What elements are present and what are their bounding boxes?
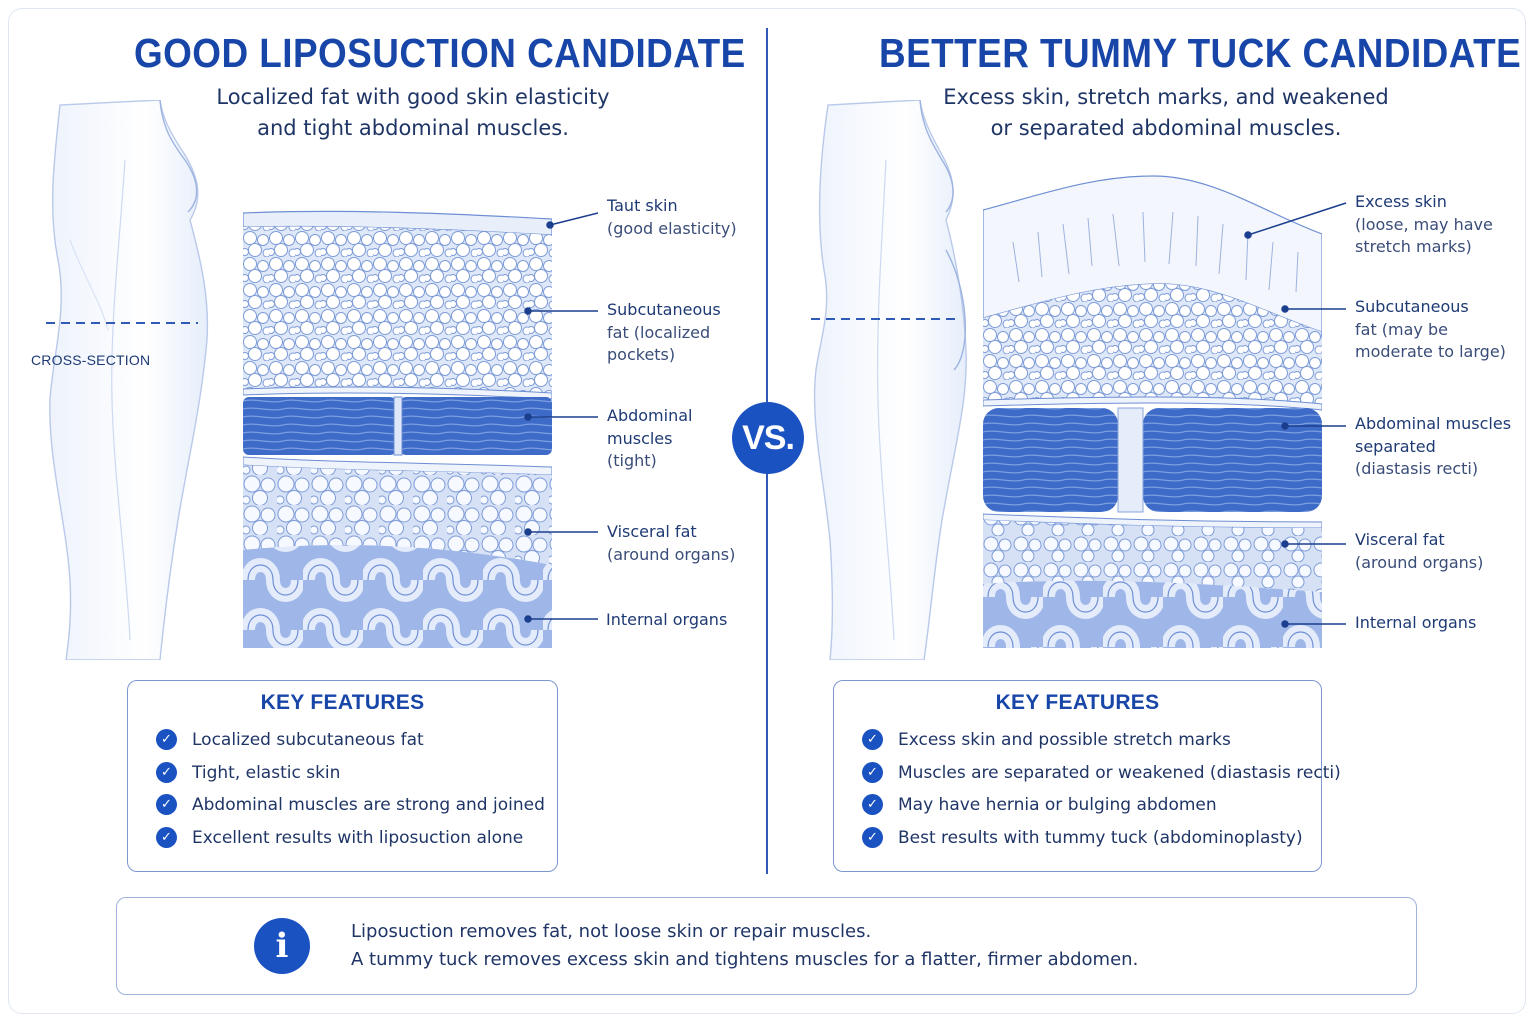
feature-item: ✓ Muscles are separated or weakened (dia… bbox=[862, 762, 1341, 783]
label-line: moderate to large) bbox=[1355, 342, 1506, 361]
info-line-1: Liposuction removes fat, not loose skin … bbox=[351, 921, 872, 942]
label-line: (tight) bbox=[607, 451, 657, 470]
left-label-taut-skin: Taut skin (good elasticity) bbox=[607, 195, 737, 240]
label-line: muscles bbox=[607, 428, 673, 448]
label-line: fat (may be bbox=[1355, 319, 1448, 339]
label-line: Abdominal bbox=[607, 406, 693, 425]
info-icon: i bbox=[254, 918, 310, 974]
info-box: i Liposuction removes fat, not loose ski… bbox=[116, 897, 1417, 995]
label-line: Excess skin bbox=[1355, 192, 1447, 211]
label-main: Internal organs bbox=[606, 610, 728, 629]
label-sub: (good elasticity) bbox=[607, 218, 737, 238]
feature-text: Tight, elastic skin bbox=[192, 762, 341, 783]
right-subtitle: Excess skin, stretch marks, and weakened… bbox=[866, 82, 1466, 144]
right-title: BETTER TUMMY TUCK CANDIDATE bbox=[879, 30, 1522, 76]
feature-text: Excess skin and possible stretch marks bbox=[898, 729, 1231, 750]
right-body-silhouette bbox=[813, 100, 967, 660]
left-cross-section-diagram bbox=[243, 210, 552, 648]
right-subtitle-line: or separated abdominal muscles. bbox=[990, 116, 1342, 140]
right-subtitle-line: Excess skin, stretch marks, and weakened bbox=[943, 85, 1389, 109]
feature-item: ✓ Localized subcutaneous fat bbox=[156, 729, 424, 750]
check-icon: ✓ bbox=[156, 729, 177, 750]
feature-text: Abdominal muscles are strong and joined bbox=[192, 794, 545, 815]
check-icon: ✓ bbox=[862, 827, 883, 848]
left-key-features-card: KEY FEATURES ✓ Localized subcutaneous fa… bbox=[127, 680, 558, 872]
label-line: Visceral fat bbox=[1355, 530, 1445, 549]
feature-item: ✓ Excellent results with liposuction alo… bbox=[156, 827, 523, 848]
right-key-features-card: KEY FEATURES ✓ Excess skin and possible … bbox=[833, 680, 1341, 872]
right-leader-lines bbox=[1244, 202, 1347, 628]
feature-item: ✓ Tight, elastic skin bbox=[156, 762, 340, 783]
check-icon: ✓ bbox=[156, 762, 177, 783]
right-label-subcutaneous-fat: Subcutaneous fat (may be moderate to lar… bbox=[1355, 296, 1506, 364]
right-label-internal-organs: Internal organs bbox=[1355, 612, 1476, 635]
label-line: Subcutaneous bbox=[607, 300, 721, 319]
label-main: Taut skin bbox=[607, 196, 678, 215]
label-line: separated bbox=[1355, 436, 1436, 456]
left-subtitle: Localized fat with good skin elasticity … bbox=[113, 82, 713, 144]
feature-item: ✓ May have hernia or bulging abdomen bbox=[862, 794, 1217, 815]
feature-text: Excellent results with liposuction alone bbox=[192, 827, 524, 848]
label-line: (diastasis recti) bbox=[1355, 459, 1479, 478]
key-features-title: KEY FEATURES bbox=[260, 691, 425, 714]
left-leader-lines bbox=[524, 212, 599, 623]
feature-text: Muscles are separated or weakened (diast… bbox=[898, 762, 1341, 783]
label-sub: (around organs) bbox=[607, 544, 736, 564]
label-line: Abdominal muscles bbox=[1355, 414, 1512, 433]
label-line: (loose, may have bbox=[1355, 214, 1493, 234]
right-cross-section-line bbox=[811, 318, 955, 320]
left-label-subcutaneous-fat: Subcutaneous fat (localized pockets) bbox=[607, 299, 721, 367]
right-label-excess-skin: Excess skin (loose, may have stretch mar… bbox=[1355, 191, 1493, 259]
label-line: fat (localized bbox=[607, 322, 711, 342]
right-cross-section-diagram bbox=[983, 175, 1322, 648]
feature-text: Localized subcutaneous fat bbox=[192, 729, 424, 750]
left-label-abdominal-muscles: Abdominal muscles (tight) bbox=[607, 405, 692, 473]
left-label-visceral-fat: Visceral fat (around organs) bbox=[607, 521, 735, 566]
key-features-title: KEY FEATURES bbox=[995, 691, 1160, 714]
check-icon: ✓ bbox=[862, 762, 883, 783]
right-label-abdominal-muscles: Abdominal muscles separated (diastasis r… bbox=[1355, 413, 1511, 481]
left-subtitle-line: and tight abdominal muscles. bbox=[257, 116, 569, 140]
label-line: Subcutaneous bbox=[1355, 297, 1469, 316]
label-line: Internal organs bbox=[1355, 613, 1477, 632]
info-line-2: A tummy tuck removes excess skin and tig… bbox=[351, 949, 1139, 970]
check-icon: ✓ bbox=[862, 729, 883, 750]
left-label-internal-organs: Internal organs bbox=[606, 609, 727, 632]
left-cross-section-line bbox=[46, 322, 198, 324]
left-title: GOOD LIPOSUCTION CANDIDATE bbox=[134, 30, 746, 76]
feature-item: ✓ Abdominal muscles are strong and joine… bbox=[156, 794, 545, 815]
label-line: stretch marks) bbox=[1355, 237, 1472, 256]
check-icon: ✓ bbox=[862, 794, 883, 815]
label-line: pockets) bbox=[607, 345, 676, 364]
feature-item: ✓ Excess skin and possible stretch marks bbox=[862, 729, 1231, 750]
left-subtitle-line: Localized fat with good skin elasticity bbox=[216, 85, 610, 109]
cross-section-label: CROSS-SECTION bbox=[31, 352, 151, 368]
feature-text: May have hernia or bulging abdomen bbox=[898, 794, 1217, 815]
check-icon: ✓ bbox=[156, 794, 177, 815]
label-line: (around organs) bbox=[1355, 552, 1484, 572]
feature-text: Best results with tummy tuck (abdominopl… bbox=[898, 827, 1303, 848]
right-label-visceral-fat: Visceral fat (around organs) bbox=[1355, 529, 1483, 574]
vs-badge: VS. bbox=[732, 402, 804, 474]
check-icon: ✓ bbox=[156, 827, 177, 848]
feature-item: ✓ Best results with tummy tuck (abdomino… bbox=[862, 827, 1303, 848]
label-main: Visceral fat bbox=[607, 522, 697, 541]
left-body-silhouette bbox=[49, 100, 209, 660]
